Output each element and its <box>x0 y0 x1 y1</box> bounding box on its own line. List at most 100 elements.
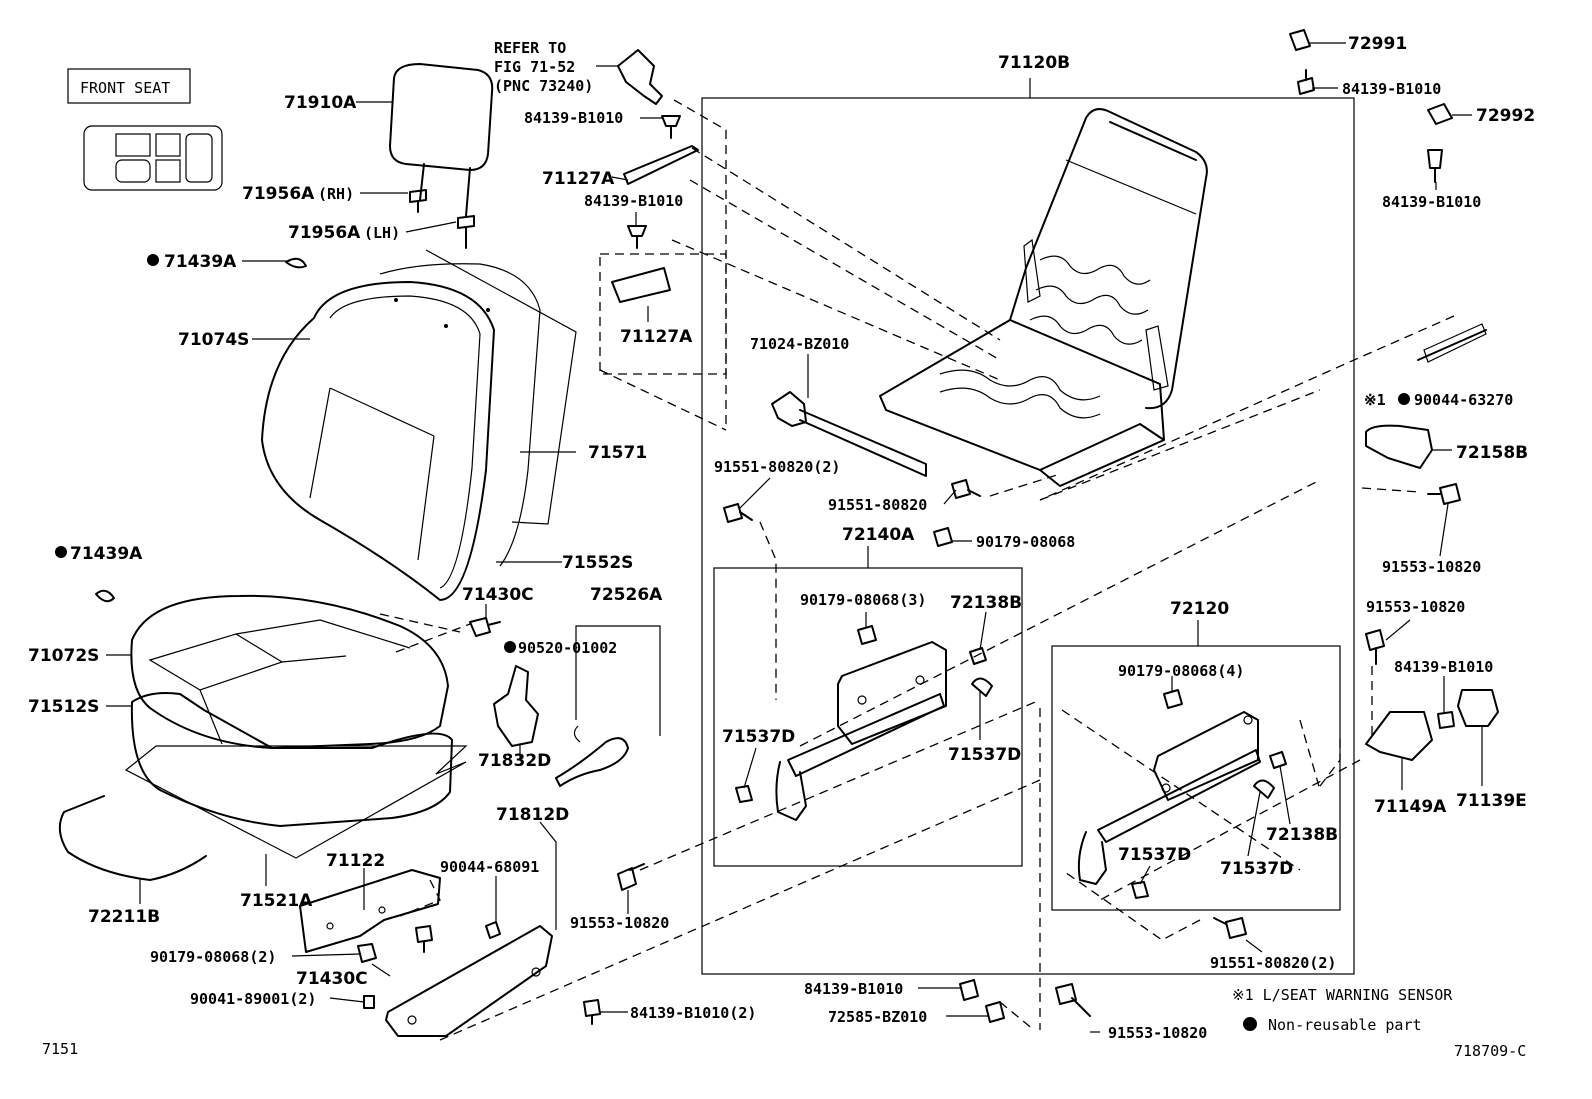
legend-bullet-icon <box>1243 1017 1257 1031</box>
bolt-71430c-lower <box>415 925 433 953</box>
adjuster-72120-box <box>1051 645 1341 911</box>
clip-90044-68091 <box>485 921 501 939</box>
label-90179-08068-4: 90179-08068(4) <box>1118 662 1244 680</box>
refer-note-line1: REFER TO <box>494 39 566 57</box>
seat-cushion-cover-part <box>130 594 449 749</box>
label-91551-80820-2-a: 91551-80820(2) <box>714 458 840 476</box>
label-71120b: 71120B <box>998 53 1070 73</box>
recliner-lever-part <box>555 725 629 787</box>
seat-cushion-sheet-part <box>124 745 468 859</box>
label-72158b: 72158B <box>1456 443 1528 463</box>
nut-90179-top <box>933 527 953 547</box>
legend-non-reusable-note: Non-reusable part <box>1268 1016 1422 1034</box>
label-72211b: 72211B <box>88 907 160 927</box>
non-reusable-bullet-2 <box>55 546 67 558</box>
seat-back-pad-part <box>379 263 541 567</box>
label-72991: 72991 <box>1348 34 1407 54</box>
label-90179-08068-2: 90179-08068(2) <box>150 948 276 966</box>
screw-84139-bottom <box>959 979 979 1001</box>
cover-71127a-lower <box>611 267 671 303</box>
label-lh: (LH) <box>364 224 400 242</box>
label-91553-10820-b: 91553-10820 <box>1382 558 1481 576</box>
non-reusable-bullet-3 <box>504 641 516 653</box>
label-71812d: 71812D <box>496 805 569 825</box>
refer-note: REFER TO FIG 71-52 (PNC 73240) <box>494 39 593 95</box>
label-71122: 71122 <box>326 851 385 871</box>
label-71512s: 71512S <box>28 697 99 717</box>
screw-84139-right <box>1427 149 1443 183</box>
non-reusable-bullet-1 <box>147 254 159 266</box>
label-91551-80820-2-b: 91551-80820(2) <box>1210 954 1336 972</box>
label-90179-08068-b: 90179-08068 <box>976 533 1075 551</box>
seat-back-cover-part <box>261 281 495 601</box>
label-71571: 71571 <box>588 443 647 463</box>
clip-72138b-upper <box>969 647 987 665</box>
seat-adjuster-72140a-part <box>775 641 947 821</box>
label-71537d-d: 71537D <box>1220 859 1293 879</box>
label-90179-08068-3: 90179-08068(3) <box>800 591 926 609</box>
seat-frame-part <box>879 108 1208 487</box>
label-71430c-upper: 71430C <box>462 585 534 605</box>
label-84139-b1010-c: 84139-B1010 <box>1342 80 1441 98</box>
label-72120: 72120 <box>1170 599 1229 619</box>
front-seat-title-box <box>67 68 191 104</box>
label-71537d-a: 71537D <box>722 727 795 747</box>
hog-ring-clip-lower <box>95 589 115 603</box>
label-90041-89001-2: 90041-89001(2) <box>190 990 316 1008</box>
label-71127a-upper: 71127A <box>542 169 615 189</box>
clip-71537d-a <box>971 677 993 697</box>
screw-84139-top-right <box>1297 69 1315 95</box>
label-84139-b1010-a: 84139-B1010 <box>524 109 623 127</box>
clip-71537d-d <box>1131 881 1149 899</box>
clip-71537d-c <box>1253 779 1275 799</box>
side-bracket-part <box>299 869 441 953</box>
dashed-assembly-lines <box>379 99 1455 1041</box>
screw-84139-mid <box>627 225 647 249</box>
label-84139-b1010-b: 84139-B1010 <box>584 192 683 210</box>
seat-layout-icon <box>83 125 223 191</box>
refer-note-line3: (PNC 73240) <box>494 77 593 95</box>
hook-71127a-upper <box>623 145 699 185</box>
label-71537d-b: 71537D <box>948 745 1021 765</box>
seat-wire-part <box>58 795 207 881</box>
label-sensor-mark: ※1 <box>1364 391 1386 409</box>
screw-84139-lower-left <box>583 999 601 1025</box>
bolt-91553-right-b <box>1365 629 1385 665</box>
nut-90179-72120 <box>1163 689 1183 709</box>
label-71439a-lower: 71439A <box>70 544 143 564</box>
label-71552s: 71552S <box>562 553 633 573</box>
non-reusable-bullet-4 <box>1398 393 1410 405</box>
footer-illustration-id: 718709-C <box>1454 1042 1526 1060</box>
nut-90179-lower <box>357 943 377 963</box>
label-71430c-lower: 71430C <box>296 969 368 989</box>
label-71832d: 71832D <box>478 751 551 771</box>
legend: ※1 L/SEAT WARNING SENSOR Non-reusable pa… <box>1232 986 1453 1034</box>
bolt-91551-lower <box>1213 917 1247 939</box>
label-72138b-upper: 72138B <box>950 593 1022 613</box>
seatbelt-anchor-part <box>617 49 663 105</box>
leader-lines <box>106 42 1483 1033</box>
clip-72991 <box>1289 29 1311 51</box>
label-71956a-lh: 71956A <box>288 223 361 243</box>
seat-back-board-part <box>425 249 577 525</box>
label-71024-bz010: 71024-BZ010 <box>750 335 849 353</box>
label-84139-b1010-2: 84139-B1010(2) <box>630 1004 756 1022</box>
clip-72138b-lower <box>1269 751 1287 769</box>
label-71910a: 71910A <box>284 93 357 113</box>
wire-harness-90044-63270 <box>1417 323 1487 363</box>
screw-90041 <box>363 995 375 1009</box>
legend-sensor-note: ※1 L/SEAT WARNING SENSOR <box>1232 986 1453 1004</box>
seat-adjuster-72120-part <box>1077 711 1261 885</box>
clip-72992 <box>1427 103 1453 125</box>
clip-72585 <box>985 1001 1005 1023</box>
crossbar-71024-part <box>771 391 927 477</box>
hog-ring-clip-upper <box>285 257 307 269</box>
front-seat-title: FRONT SEAT <box>80 79 170 97</box>
footer-figure-number: 7151 <box>42 1040 78 1058</box>
label-90044-68091: 90044-68091 <box>440 858 539 876</box>
label-71956a-rh: 71956A <box>242 184 315 204</box>
label-72526a: 72526A <box>590 585 663 605</box>
label-71139e: 71139E <box>1456 791 1527 811</box>
bolt-71430c-upper <box>469 617 501 637</box>
label-71439a-upper: 71439A <box>164 252 237 272</box>
